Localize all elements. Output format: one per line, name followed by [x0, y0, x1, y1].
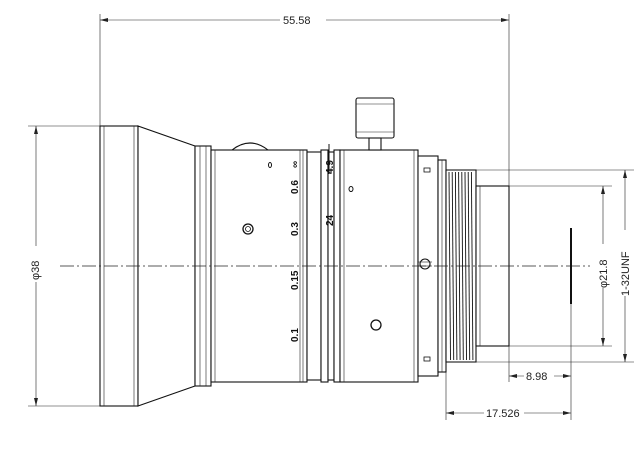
focus-scale-0: 0.1 — [290, 328, 301, 342]
thread-groove — [448, 171, 451, 361]
dim-flange-back: 17.526 — [445, 372, 571, 420]
focus-ring — [210, 142, 308, 383]
dim-overall-length-text: 55.58 — [283, 15, 311, 27]
focus-scale-2: 0.3 — [290, 222, 301, 236]
dim-flange-back-text: 17.526 — [486, 408, 520, 420]
focus-scale-3: 0.6 — [290, 180, 301, 194]
dim-mount-thread: 1-32UNF — [446, 169, 634, 363]
dim-front-diameter-text: φ38 — [30, 261, 42, 280]
iris-scale-0: 24 — [325, 214, 336, 226]
dim-front-diameter: φ38 — [28, 125, 100, 407]
focus-scale-4: ∞ — [290, 161, 301, 168]
dim-mount-diameter: φ21.8 — [509, 185, 612, 347]
dim-mount-depth-text: 8.98 — [526, 371, 547, 383]
thread-groove — [470, 171, 474, 361]
dim-mount-diameter-text: φ21.8 — [598, 259, 610, 288]
focus-scale-1: 0.15 — [290, 270, 301, 290]
iris-lock-screw — [355, 97, 395, 151]
dim-overall-length: 55.58 — [99, 12, 510, 186]
iris-scale: 24 4.9 — [325, 160, 336, 226]
iris-scale-1: 4.9 — [325, 160, 336, 174]
dim-mount-depth: 8.98 — [508, 304, 572, 420]
dim-mount-thread-text: 1-32UNF — [620, 251, 632, 296]
iris-body — [339, 97, 419, 383]
focus-scale: 0.1 0.15 0.3 0.6 ∞ — [290, 161, 301, 342]
